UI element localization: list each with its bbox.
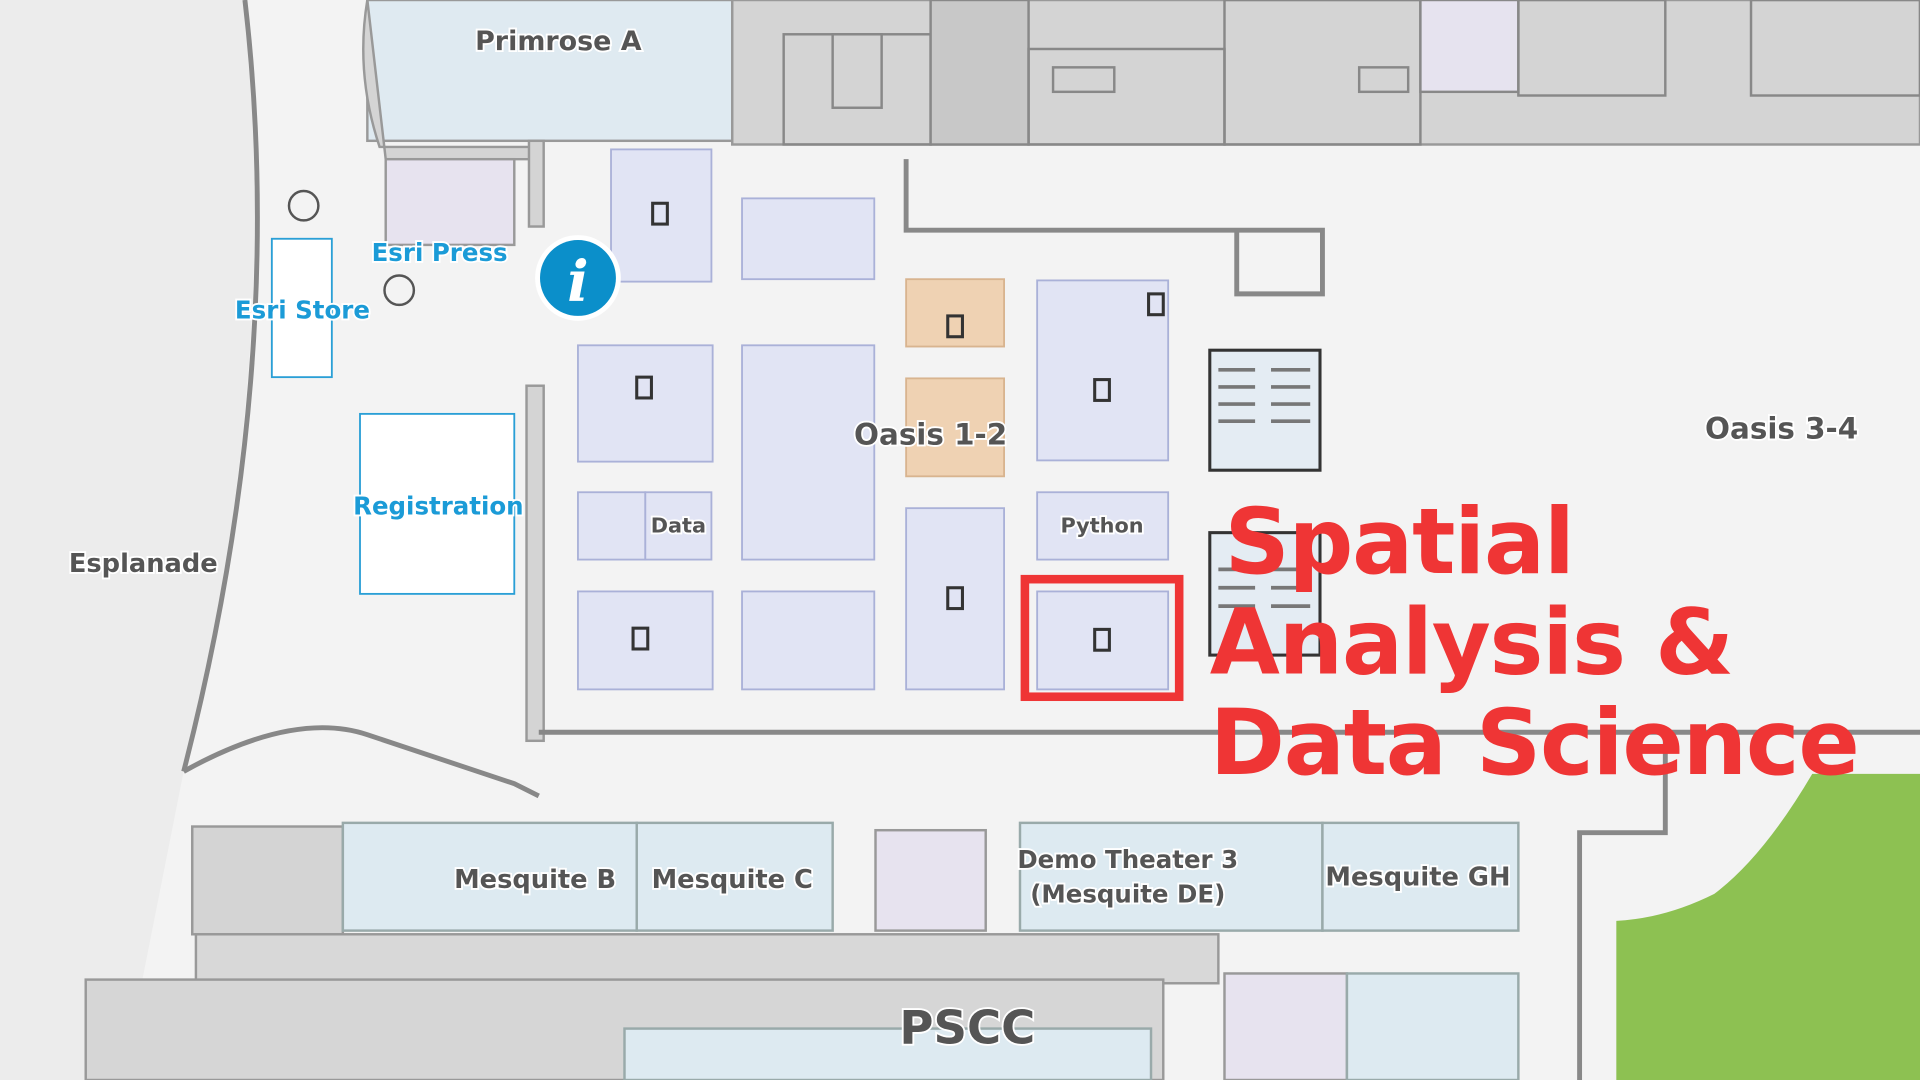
booth[interactable] bbox=[741, 197, 876, 281]
label-data: Data bbox=[651, 514, 706, 538]
room-small bbox=[1223, 972, 1349, 1080]
partition bbox=[903, 159, 1325, 297]
kiosk-icons bbox=[631, 201, 1165, 652]
room-esri-press-back bbox=[384, 157, 516, 247]
room-demo-theater-3[interactable] bbox=[1018, 821, 1324, 932]
booth[interactable] bbox=[741, 344, 876, 561]
east-wall bbox=[1577, 734, 1668, 1080]
room-mesquite-b[interactable] bbox=[341, 821, 638, 932]
esri-store-booth[interactable] bbox=[270, 237, 333, 379]
label-python: Python bbox=[1061, 514, 1144, 538]
booth-python[interactable] bbox=[1036, 491, 1170, 561]
label-mesquite-b: Mesquite B bbox=[454, 865, 616, 895]
corridor bbox=[194, 933, 1220, 985]
annotation-line-2: Analysis & bbox=[1210, 590, 1733, 695]
room-pscc[interactable] bbox=[623, 1027, 1153, 1080]
booth[interactable] bbox=[577, 344, 714, 463]
highlight-box bbox=[1020, 574, 1184, 702]
label-mesquite-c: Mesquite C bbox=[652, 865, 813, 895]
round-table-icon bbox=[383, 274, 416, 307]
label-pscc: PSCC bbox=[899, 1000, 1035, 1054]
label-esri-store: Esri Store bbox=[235, 295, 370, 324]
room-service bbox=[191, 825, 345, 936]
label-esplanade: Esplanade bbox=[69, 549, 218, 579]
room-south-east[interactable] bbox=[1345, 972, 1520, 1080]
room-theater[interactable] bbox=[1208, 531, 1322, 657]
booth[interactable] bbox=[905, 507, 1005, 691]
room-primrose-a[interactable] bbox=[366, 0, 734, 143]
round-table-icon bbox=[287, 189, 320, 222]
label-esri-press: Esri Press bbox=[372, 238, 508, 267]
booth[interactable] bbox=[741, 590, 876, 691]
highlight-annotation: Spatial Analysis & Data Science bbox=[1210, 490, 1860, 796]
info-icon[interactable]: i bbox=[535, 235, 621, 321]
booth-spatial-analysis[interactable] bbox=[1036, 590, 1170, 691]
wall-primrose bbox=[362, 0, 540, 161]
wall-oasis-west bbox=[525, 384, 545, 743]
room-mesquite-c[interactable] bbox=[635, 821, 834, 932]
park-area bbox=[1616, 773, 1920, 1080]
seating-rows bbox=[1218, 367, 1311, 608]
annotation-line-1: Spatial bbox=[1224, 490, 1573, 595]
label-mesquite-gh: Mesquite GH bbox=[1325, 862, 1510, 892]
label-oasis-3-4: Oasis 3-4 bbox=[1705, 411, 1858, 445]
room-small bbox=[874, 828, 987, 932]
ramp-wall bbox=[182, 725, 540, 799]
wall-segment bbox=[527, 139, 545, 228]
booth-orange[interactable] bbox=[905, 377, 1005, 478]
label-demo-theater-3: Demo Theater 3 bbox=[1017, 845, 1238, 874]
label-primrose-a: Primrose A bbox=[475, 26, 642, 57]
label-oasis-1-2: Oasis 1-2 bbox=[854, 417, 1007, 451]
outside-area bbox=[0, 0, 255, 1080]
annotation-line-3: Data Science bbox=[1210, 691, 1859, 796]
svg-text:i: i bbox=[567, 249, 588, 315]
room-mesquite-gh[interactable] bbox=[1321, 821, 1520, 932]
building-north bbox=[731, 0, 1920, 146]
booth[interactable] bbox=[1036, 279, 1170, 462]
booth[interactable] bbox=[610, 148, 713, 283]
booth-data[interactable] bbox=[644, 491, 713, 561]
label-mesquite-de: (Mesquite DE) bbox=[1030, 879, 1225, 908]
north-rooms bbox=[782, 0, 1920, 146]
registration-booth[interactable] bbox=[359, 412, 516, 595]
esplanade-edge bbox=[181, 0, 260, 773]
label-registration: Registration bbox=[353, 491, 524, 520]
booth[interactable] bbox=[577, 590, 714, 691]
booth[interactable] bbox=[577, 491, 647, 561]
